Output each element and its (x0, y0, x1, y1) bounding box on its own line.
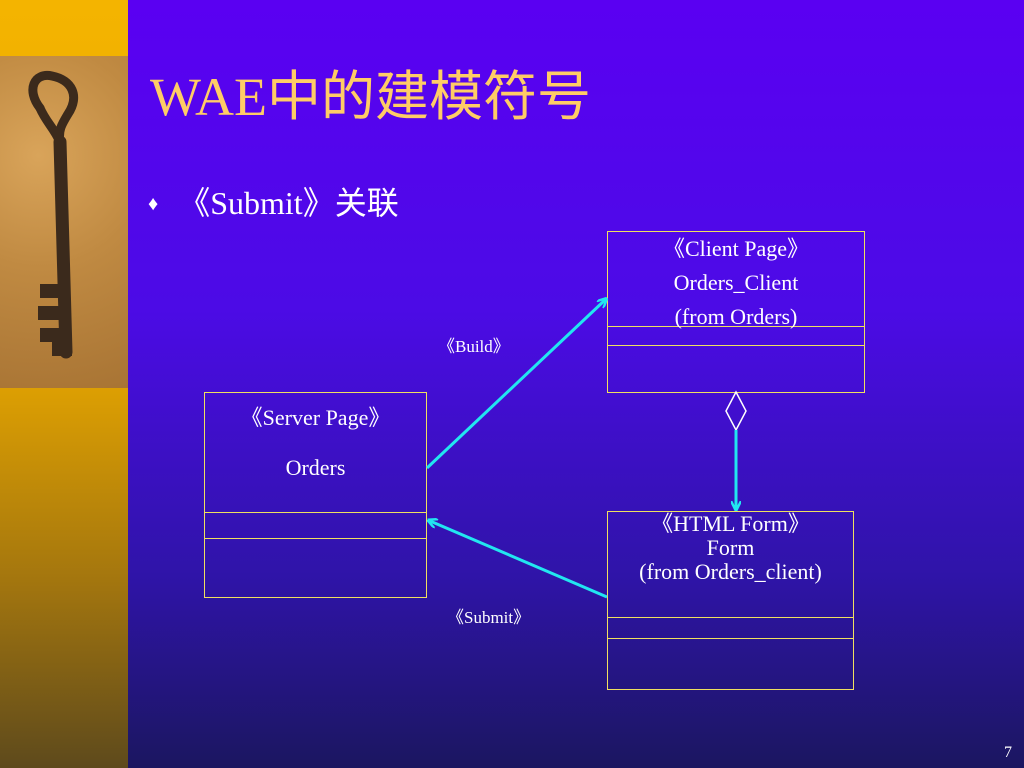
submit-dependency-arrow (430, 521, 608, 599)
html-form-name: Form (706, 535, 755, 560)
client-page-stereotype: 《Client Page》 (662, 236, 810, 261)
html-form-name-compartment: 《HTML Form》 Form (from Orders_client) (608, 512, 853, 618)
client-page-name-compartment: 《Client Page》 Orders_Client (from Orders… (608, 232, 864, 329)
client-page-attributes-compartment (608, 327, 864, 346)
build-relation-label: 《Build》 (438, 337, 510, 356)
key-icon (28, 71, 78, 359)
html-form-class-box: 《HTML Form》 Form (from Orders_client) (607, 511, 854, 690)
server-page-name: Orders (285, 455, 346, 480)
aggregation-diamond (725, 390, 747, 432)
server-page-class-box: 《Server Page》 Orders (204, 392, 427, 598)
server-page-name-compartment: 《Server Page》 Orders (205, 393, 426, 513)
html-form-stereotype: 《HTML Form》 (651, 511, 810, 536)
page-number: 7 (1004, 744, 1012, 761)
html-form-package: (from Orders_client) (639, 559, 822, 584)
slide-title: WAE中的建模符号 (150, 67, 591, 127)
html-form-attributes-compartment (608, 618, 853, 639)
client-page-package: (from Orders) (674, 304, 798, 329)
bullet-text: 《Submit》关联 (178, 185, 399, 221)
build-dependency-arrow (425, 300, 605, 470)
sidebar-stripe (0, 0, 128, 768)
diamond-bullet-icon: ♦ (148, 193, 159, 215)
bullet-item: ♦ 《Submit》关联 (148, 178, 399, 224)
client-page-name: Orders_Client (673, 270, 799, 295)
server-page-attributes-compartment (205, 513, 426, 539)
key-photo (0, 56, 128, 388)
server-page-stereotype: 《Server Page》 (240, 405, 391, 430)
submit-relation-label: 《Submit》 (447, 608, 531, 627)
